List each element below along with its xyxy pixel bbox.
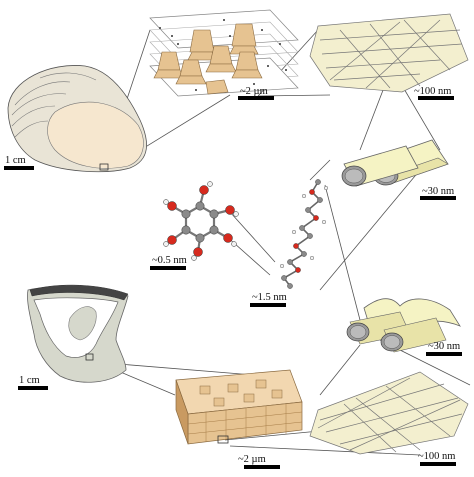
scale-label-fibrils-top: ~30 nm xyxy=(422,186,454,197)
scale-label-fibers-top: ~100 nm xyxy=(414,86,451,97)
scale-label-fibrils-bottom: ~30 nm xyxy=(428,341,460,352)
scale-label-shell-top: 1 cm xyxy=(5,155,26,166)
molecule-ball-stick xyxy=(163,181,239,261)
scale-label-prisms-bottom: ~2 µm xyxy=(238,454,266,465)
scale-label-fibers-bottom: ~100 nm xyxy=(418,451,455,462)
fiber-mesh-bottom xyxy=(309,371,469,455)
scale-label-chain: ~1.5 nm xyxy=(252,292,287,303)
scale-label-nacre-top: ~2 µm xyxy=(240,86,268,97)
fiber-mesh-top xyxy=(309,13,469,93)
scale-label-molecule: ~0.5 nm xyxy=(152,255,187,266)
fibrils-bottom xyxy=(346,298,461,353)
shell-top xyxy=(7,65,147,173)
shell-bottom xyxy=(27,284,129,383)
scale-bars xyxy=(4,96,462,469)
prism-block-bottom xyxy=(175,369,303,445)
nacre-stack-top xyxy=(149,9,299,97)
fibrils-top xyxy=(341,139,449,187)
polymer-chain xyxy=(280,179,329,289)
scale-label-shell-bottom: 1 cm xyxy=(19,375,40,386)
